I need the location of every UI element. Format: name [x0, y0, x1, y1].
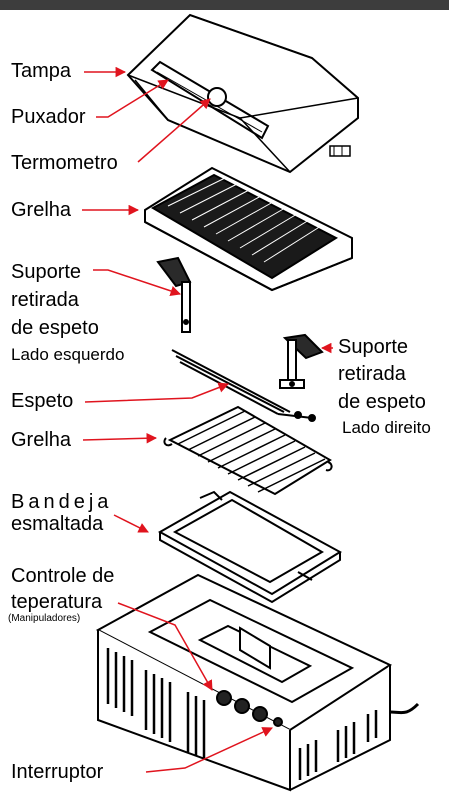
- label-suporte-left-line3: de espeto: [11, 317, 99, 339]
- label-bandeja-line2: esmaltada: [11, 513, 104, 535]
- label-controle-line3: (Manipuladores): [8, 613, 81, 624]
- label-bandeja-line1: Bandeja: [11, 491, 113, 513]
- label-suporte-right-line2: retirada: [338, 363, 406, 385]
- label-suporte-right-side: Lado direito: [342, 418, 431, 437]
- label-termometro: Termometro: [11, 152, 118, 174]
- lid-illustration: [126, 13, 359, 174]
- label-interruptor: Interruptor: [11, 761, 104, 783]
- label-controle-line1: Controle de: [11, 565, 115, 587]
- grill-top-illustration: [144, 166, 353, 292]
- spit-illustration: [171, 349, 316, 422]
- leader-lines: [82, 66, 333, 773]
- label-suporte-left-line2: retirada: [11, 289, 79, 311]
- label-puxador: Puxador: [11, 106, 86, 128]
- label-tampa: Tampa: [11, 60, 72, 82]
- left-support-illustration: [156, 256, 192, 333]
- tray-illustration: [157, 490, 342, 604]
- label-suporte-right-line3: de espeto: [338, 391, 426, 413]
- label-suporte-right-line1: Suporte: [338, 336, 409, 358]
- label-grelha-bottom: Grelha: [11, 429, 72, 451]
- right-support-illustration: [279, 333, 324, 389]
- label-grelha-top: Grelha: [11, 199, 72, 221]
- label-controle-line2: teperatura: [11, 591, 103, 613]
- label-suporte-left-line1: Suporte: [11, 261, 82, 283]
- top-bar: [0, 0, 449, 10]
- base-illustration: [95, 573, 420, 792]
- label-espeto: Espeto: [11, 390, 74, 412]
- label-suporte-left-side: Lado esquerdo: [11, 345, 125, 364]
- grill-bottom-illustration: [163, 405, 333, 496]
